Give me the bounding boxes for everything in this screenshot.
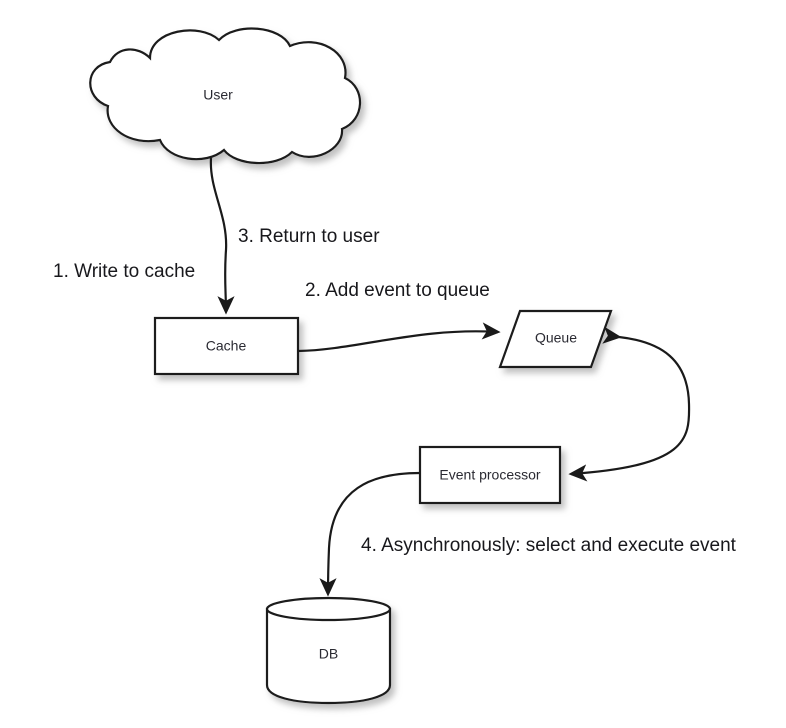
node-db[interactable]: DB bbox=[265, 596, 392, 705]
node-queue-label: Queue bbox=[535, 330, 577, 346]
node-queue[interactable]: Queue bbox=[498, 309, 613, 369]
edge-cache-to-queue bbox=[297, 322, 501, 353]
step-label-4: 4. Asynchronously: select and execute ev… bbox=[361, 535, 737, 556]
step-label-3: 3. Return to user bbox=[238, 226, 380, 247]
node-user[interactable]: User bbox=[89, 27, 362, 165]
step-label-1: 1. Write to cache bbox=[53, 261, 195, 282]
node-cache[interactable]: Cache bbox=[153, 316, 300, 376]
db-cylinder-top bbox=[265, 596, 392, 622]
node-event-processor[interactable]: Event processor bbox=[418, 445, 562, 505]
edge-user-to-cache bbox=[209, 157, 235, 315]
step-label-2: 2. Add event to queue bbox=[305, 280, 490, 301]
node-user-label: User bbox=[203, 87, 233, 103]
edge-event-processor-to-db bbox=[319, 471, 421, 597]
node-event-processor-label: Event processor bbox=[439, 467, 540, 483]
edge-queue-event-processor-loop bbox=[568, 326, 691, 482]
node-db-label: DB bbox=[319, 646, 338, 662]
db-cylinder-body bbox=[265, 607, 392, 705]
event-processor-box bbox=[418, 445, 562, 505]
node-cache-label: Cache bbox=[206, 338, 247, 354]
cache-box bbox=[153, 316, 300, 376]
cloud-shape bbox=[89, 27, 362, 165]
